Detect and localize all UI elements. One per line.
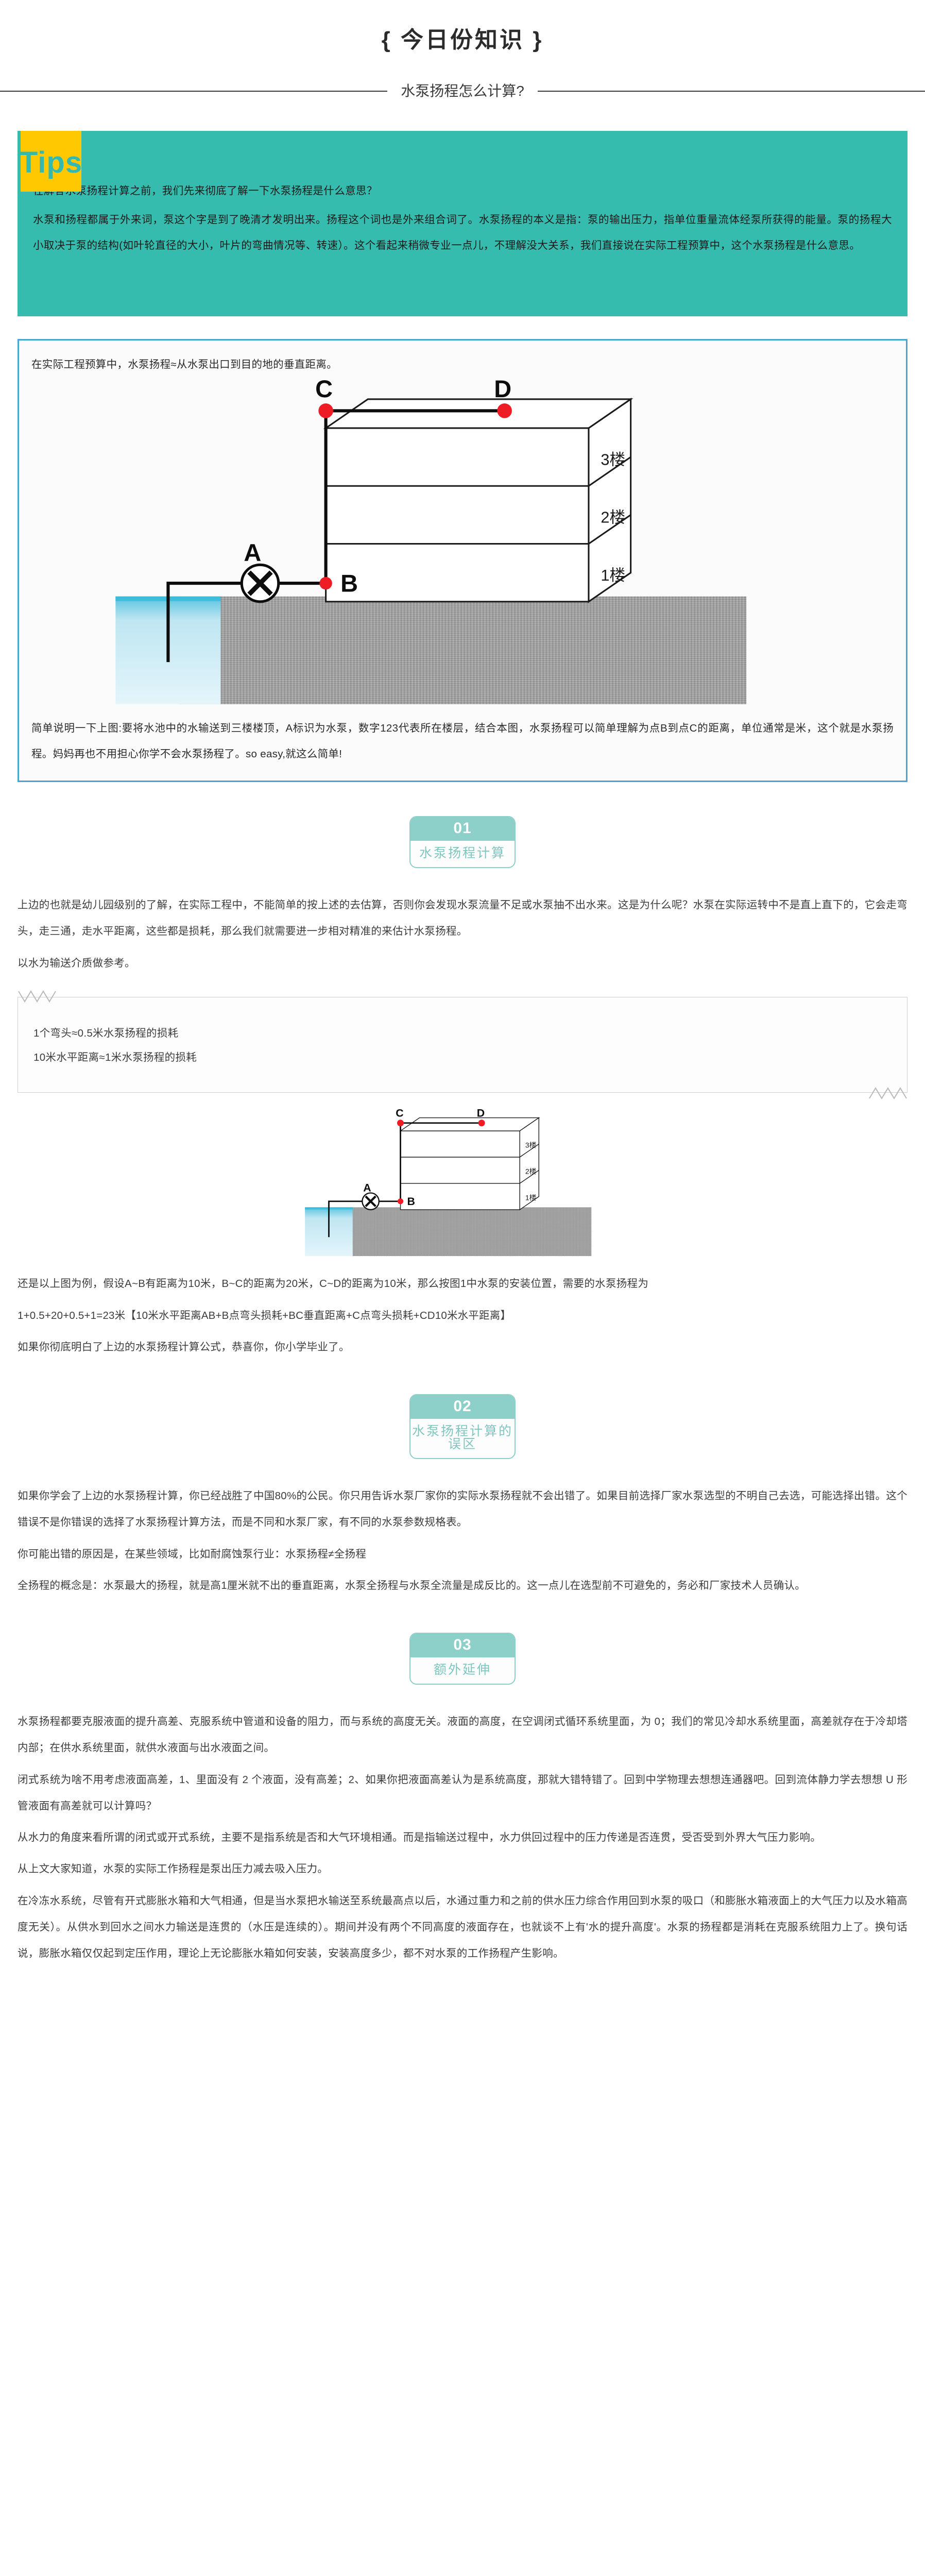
subtitle-row: 水泵扬程怎么计算?: [0, 81, 925, 101]
pump-x-stroke-2-b: [365, 1195, 376, 1208]
point-label-a-2: A: [363, 1181, 371, 1194]
section-01-badge: 01 水泵扬程计算: [409, 816, 516, 869]
diagram-caption-top: 在实际工程预算中，水泵扬程≈从水泵出口到目的地的垂直距离。: [31, 358, 337, 370]
floor-label-3-b: 3楼: [525, 1141, 537, 1149]
floor-label-2-b: 2楼: [525, 1167, 537, 1176]
section-03-number: 03: [410, 1634, 515, 1658]
diagram-card: 在实际工程预算中，水泵扬程≈从水泵出口到目的地的垂直距离。: [18, 338, 907, 783]
section-01-paragraph-1: 上边的也就是幼儿园级别的了解，在实际工程中，不能简单的按上述的去估算，否则你会发…: [18, 899, 907, 938]
tips-badge-label: Tips: [19, 145, 83, 179]
loss-note-line-2: 10米水平距离≈1米水泵扬程的损耗: [33, 1051, 197, 1063]
floor-label-1-b: 1楼: [525, 1194, 537, 1202]
loss-note-line-1: 1个弯头≈0.5米水泵扬程的损耗: [33, 1027, 179, 1039]
section-03-paragraph-1: 水泵扬程都要克服液面的提升高差、克服系统中管道和设备的阻力，而与系统的高度无关。…: [18, 1716, 907, 1754]
tips-paragraph-2: 水泵和扬程都属于外来词，泵这个字是到了晚清才发明出来。扬程这个词也是外来组合词了…: [33, 214, 892, 252]
section-01-label: 水泵扬程计算: [419, 846, 506, 861]
section-01-content: 上边的也就是幼儿园级别的了解，在实际工程中，不能简单的按上述的去估算，否则你会发…: [0, 868, 925, 976]
section-03-badge: 03 额外延伸: [409, 1633, 516, 1685]
section-03-paragraph-5: 在冷冻水系统，尽管有开式膨胀水箱和大气相通，但是当水泵把水输送至系统最高点以后，…: [18, 1894, 907, 1960]
tips-section: Tips 在解答水泵扬程计算之前，我们先来彻底了解一下水泵扬程是什么意思？ 水泵…: [18, 130, 907, 316]
pump-building-diagram-2: 3楼 2楼 1楼 A B C D: [267, 1108, 658, 1257]
divider-left: [0, 90, 388, 92]
building-front-face-2: [400, 1130, 520, 1210]
floor-label-1: 1楼: [601, 567, 625, 584]
section-02-content: 如果你学会了上边的水泵扬程计算，你已经战胜了中国80%的公民。你只用告诉水泵厂家…: [0, 1459, 925, 1599]
point-label-b-2: B: [407, 1195, 415, 1208]
marker-point-d-2: [478, 1120, 485, 1127]
side-divider-3-2-b: [519, 1144, 539, 1158]
section-02-number: 02: [410, 1395, 515, 1419]
section-01-badge-wrap: 01 水泵扬程计算: [0, 816, 925, 869]
tips-body: 在解答水泵扬程计算之前，我们先来彻底了解一下水泵扬程是什么意思？ 水泵和扬程都属…: [18, 130, 907, 316]
section-01-after-paragraph-3: 如果你彻底明白了上边的水泵扬程计算公式，恭喜你，你小学毕业了。: [18, 1341, 350, 1353]
pump-building-diagram-1: 3楼 2楼 1楼 A B C D: [31, 378, 894, 704]
point-label-c: C: [315, 378, 333, 402]
section-02-badge: 02 水泵扬程计算的误区: [409, 1394, 516, 1460]
loss-note-box: 1个弯头≈0.5米水泵扬程的损耗 10米水平距离≈1米水泵扬程的损耗: [18, 996, 907, 1093]
marker-point-b-2: [397, 1198, 404, 1205]
side-divider-2-1: [588, 514, 631, 545]
marker-point-c: [318, 403, 333, 418]
zigzag-decoration-bottom-icon: [869, 1087, 907, 1100]
tips-paragraph-1: 在解答水泵扬程计算之前，我们先来彻底了解一下水泵扬程是什么意思？: [33, 184, 378, 197]
floor-label-2: 2楼: [601, 509, 625, 526]
section-01-number: 01: [410, 817, 515, 841]
ground-hatch: [178, 596, 747, 704]
section-03-paragraph-4: 从上文大家知道，水泵的实际工作扬程是泵出压力减去吸入压力。: [18, 1863, 329, 1875]
section-03-label: 额外延伸: [433, 1663, 491, 1677]
section-02-paragraph-2: 你可能出错的原因是，在某些领域，比如耐腐蚀泵行业：水泵扬程≠全扬程: [18, 1548, 367, 1560]
page-header: { 今日份知识 } 水泵扬程怎么计算?: [0, 0, 925, 101]
point-label-a: A: [244, 539, 261, 566]
building-roof-2: [399, 1117, 540, 1131]
point-label-d-2: D: [477, 1108, 485, 1120]
point-label-b: B: [340, 569, 358, 597]
section-02-badge-wrap: 02 水泵扬程计算的误区: [0, 1394, 925, 1460]
section-02-paragraph-1: 如果你学会了上边的水泵扬程计算，你已经战胜了中国80%的公民。你只用告诉水泵厂家…: [18, 1490, 907, 1529]
ground-hatch-2: [333, 1207, 592, 1257]
divider-right: [537, 90, 925, 92]
tips-badge: Tips: [19, 130, 83, 192]
section-03-badge-wrap: 03 额外延伸: [0, 1633, 925, 1685]
section-02-label: 水泵扬程计算的误区: [412, 1424, 513, 1452]
building-front-face: [325, 427, 590, 603]
point-label-d: D: [494, 378, 511, 402]
section-01-after-content: 还是以上图为例，假设A~B有距离为10米，B~C的距离为20米，C~D的距离为1…: [0, 1256, 925, 1360]
section-01-after-paragraph-1: 还是以上图为例，假设A~B有距离为10米，B~C的距离为20米，C~D的距离为1…: [18, 1278, 649, 1290]
point-label-c-2: C: [396, 1108, 403, 1120]
building-side-face: [588, 397, 632, 603]
page-subtitle: 水泵扬程怎么计算?: [401, 82, 524, 99]
section-02-paragraph-3: 全扬程的概念是：水泵最大的扬程，就是高1厘米就不出的垂直距离，水泵全扬程与水泵全…: [18, 1579, 806, 1591]
suction-pipe: [166, 581, 242, 662]
section-03-paragraph-2: 闭式系统为啥不用考虑液面高差，1、里面没有 2 个液面，没有高差；2、如果你把液…: [18, 1773, 907, 1812]
pump-diagram-svg-2: 3楼 2楼 1楼 A B C D: [305, 1108, 592, 1257]
marker-point-c-2: [397, 1120, 404, 1127]
pump-diagram-svg: 3楼 2楼 1楼 A B C D: [115, 378, 747, 704]
side-divider-2-1-b: [519, 1170, 539, 1184]
zigzag-decoration-top-icon: [18, 990, 56, 1003]
side-divider-3-2: [588, 456, 631, 487]
marker-point-b: [319, 577, 332, 590]
loss-note-box-wrap: 1个弯头≈0.5米水泵扬程的损耗 10米水平距离≈1米水泵扬程的损耗: [18, 990, 907, 1100]
section-01-paragraph-2: 以水为输送介质做参考。: [18, 957, 135, 969]
suction-pipe-2: [328, 1200, 363, 1238]
floor-label-3: 3楼: [601, 451, 625, 468]
marker-point-d: [497, 403, 512, 418]
building-roof: [323, 398, 633, 429]
diagram-caption-bottom: 简单说明一下上图:要将水池中的水输送到三楼楼顶，A标识为水泵，数字123代表所在…: [31, 722, 894, 760]
building-side-face-2: [519, 1117, 539, 1211]
page-title: { 今日份知识 }: [381, 27, 544, 53]
pump-x-stroke-2: [247, 570, 273, 596]
section-03-content: 水泵扬程都要克服液面的提升高差、克服系统中管道和设备的阻力，而与系统的高度无关。…: [0, 1685, 925, 1995]
section-03-paragraph-3: 从水力的角度来看所谓的闭式或开式系统，主要不是指系统是否和大气环境相通。而是指输…: [18, 1832, 821, 1844]
section-01-formula: 1+0.5+20+0.5+1=23米【10米水平距离AB+B点弯头损耗+BC垂直…: [18, 1309, 511, 1321]
